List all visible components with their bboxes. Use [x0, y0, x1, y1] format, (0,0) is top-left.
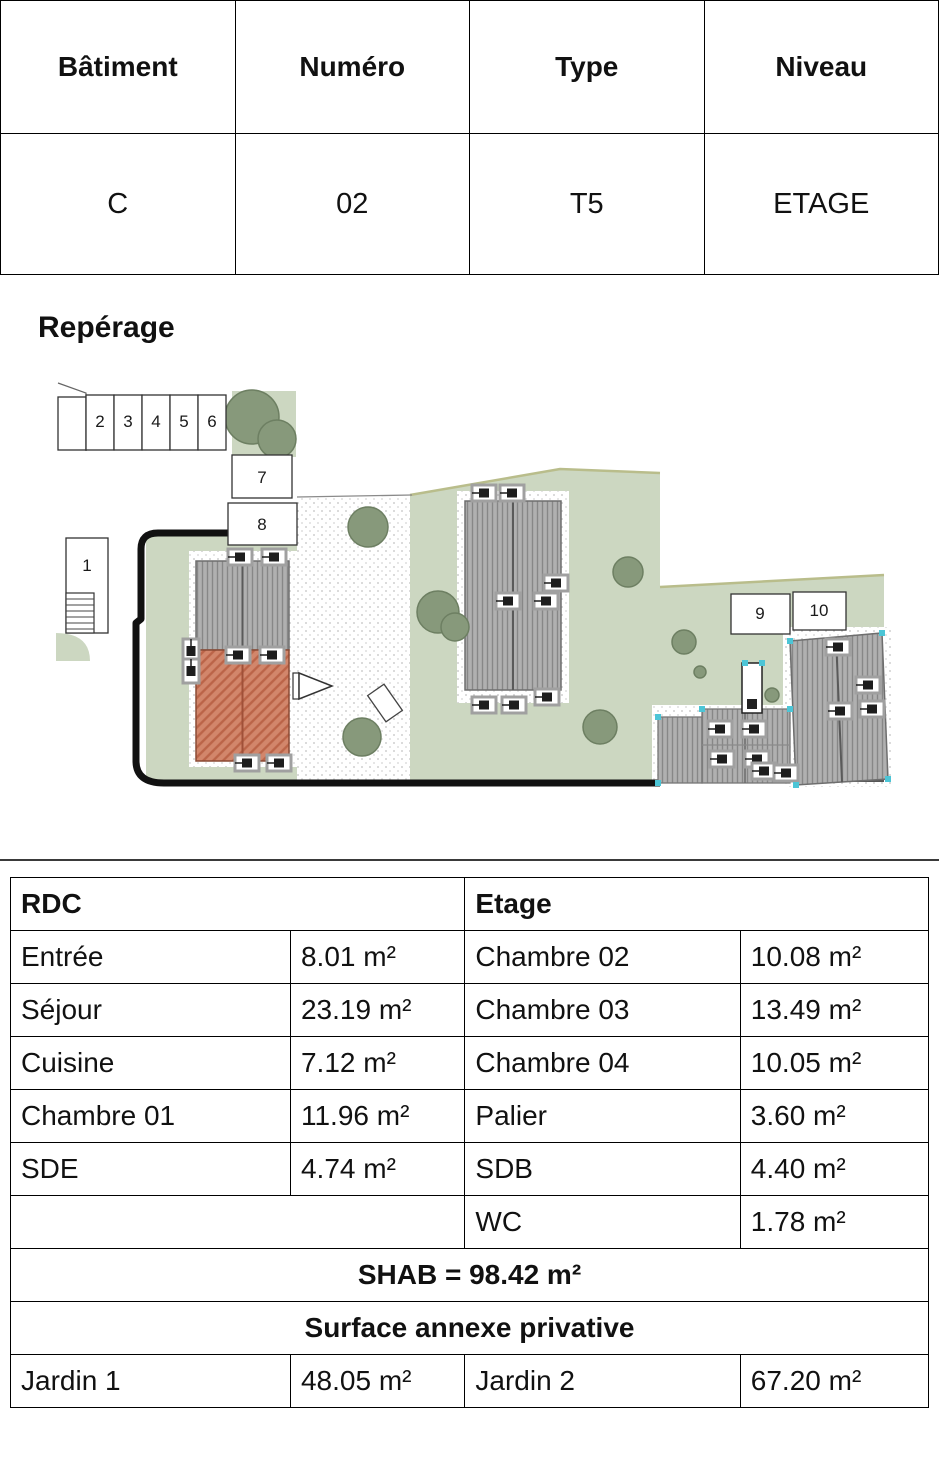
room-value: 67.20 m²: [739, 1354, 930, 1408]
room-value: 4.74 m²: [289, 1142, 466, 1196]
section-divider: [0, 859, 939, 861]
lot-10: 10: [810, 601, 829, 620]
room-value: 10.08 m²: [739, 930, 930, 984]
room-value: 10.05 m²: [739, 1036, 930, 1090]
plan-sheet: Bâtiment Numéro Type Niveau C 02 T5 ETAG…: [0, 0, 939, 1408]
room-value: 13.49 m²: [739, 983, 930, 1037]
stairs-hatch: [65, 592, 95, 634]
spec-value-row: C 02 T5 ETAGE: [0, 133, 939, 275]
area-row: Chambre 01 11.96 m² Palier 3.60 m²: [10, 1089, 930, 1143]
area-row: SDE 4.74 m² SDB 4.40 m²: [10, 1142, 930, 1196]
room-label: Cuisine: [10, 1036, 291, 1090]
room-value: 1.78 m²: [739, 1195, 930, 1249]
highlighted-unit-c02: [195, 649, 290, 762]
trees: [224, 389, 780, 757]
spec-value-numero: 02: [234, 133, 470, 275]
spec-header-type: Type: [469, 0, 705, 134]
lot-5: 5: [179, 412, 188, 431]
room-label: Séjour: [10, 983, 291, 1037]
room-label: Chambre 02: [464, 930, 741, 984]
room-label: SDB: [464, 1142, 741, 1196]
gable-marker: [292, 671, 404, 723]
room-value: 48.05 m²: [289, 1354, 466, 1408]
room-value: 8.01 m²: [289, 930, 466, 984]
shab-row: SHAB = 98.42 m²: [10, 1248, 929, 1302]
plot-boundary: [132, 529, 660, 787]
reperage-heading: Repérage: [38, 311, 175, 344]
annexe-title: Surface annexe privative: [10, 1301, 929, 1355]
site-plan-svg: 2 3 4 5 6 7 8 1 9: [56, 382, 891, 788]
spec-value-type: T5: [469, 133, 705, 275]
annexe-row: Jardin 1 48.05 m² Jardin 2 67.20 m²: [10, 1354, 930, 1408]
lot-6: 6: [207, 412, 216, 431]
room-value: 4.40 m²: [739, 1142, 930, 1196]
areas-header-rdc: RDC: [9, 877, 466, 931]
room-label: Chambre 03: [464, 983, 741, 1037]
areas-header-etage: Etage: [464, 877, 929, 931]
area-row: Cuisine 7.12 m² Chambre 04 10.05 m²: [10, 1036, 930, 1090]
room-label: Palier: [464, 1089, 741, 1143]
lot-1: 1: [82, 556, 91, 575]
lot-4: 4: [151, 412, 160, 431]
area-row: Entrée 8.01 m² Chambre 02 10.08 m²: [10, 930, 930, 984]
lot-7: 7: [257, 468, 266, 487]
site-plan: 2 3 4 5 6 7 8 1 9: [0, 365, 939, 805]
lot-8: 8: [257, 515, 266, 534]
lot-3: 3: [123, 412, 132, 431]
annexe-title-row: Surface annexe privative: [10, 1301, 929, 1355]
areas-table: RDC Etage Entrée 8.01 m² Chambre 02 10.0…: [9, 877, 930, 1408]
room-label: Chambre 01: [10, 1089, 291, 1143]
room-label: Chambre 04: [464, 1036, 741, 1090]
room-label: Jardin 2: [464, 1354, 741, 1408]
building-west: [195, 560, 290, 651]
room-value: 3.60 m²: [739, 1089, 930, 1143]
room-label: Jardin 1: [10, 1354, 291, 1408]
spec-header-row: Bâtiment Numéro Type Niveau: [0, 0, 939, 134]
shab-total: SHAB = 98.42 m²: [10, 1248, 929, 1302]
area-row: WC 1.78 m²: [9, 1195, 930, 1249]
room-label: SDE: [10, 1142, 291, 1196]
lot-2: 2: [95, 412, 104, 431]
empty-cell: [9, 1195, 466, 1249]
room-value: 7.12 m²: [289, 1036, 466, 1090]
areas-header-row: RDC Etage: [9, 877, 929, 931]
lot-9: 9: [755, 604, 764, 623]
room-value: 11.96 m²: [289, 1089, 466, 1143]
room-label: WC: [464, 1195, 741, 1249]
area-row: Séjour 23.19 m² Chambre 03 13.49 m²: [10, 983, 930, 1037]
lot-boxes: 2 3 4 5 6 7 8 1 9: [57, 382, 847, 635]
spec-value-niveau: ETAGE: [703, 133, 939, 275]
spec-table: Bâtiment Numéro Type Niveau C 02 T5 ETAG…: [0, 0, 939, 275]
room-value: 23.19 m²: [289, 983, 466, 1037]
spec-value-batiment: C: [0, 133, 236, 275]
spec-header-numero: Numéro: [234, 0, 470, 134]
room-label: Entrée: [10, 930, 291, 984]
spec-header-batiment: Bâtiment: [0, 0, 236, 134]
spec-header-niveau: Niveau: [703, 0, 939, 134]
